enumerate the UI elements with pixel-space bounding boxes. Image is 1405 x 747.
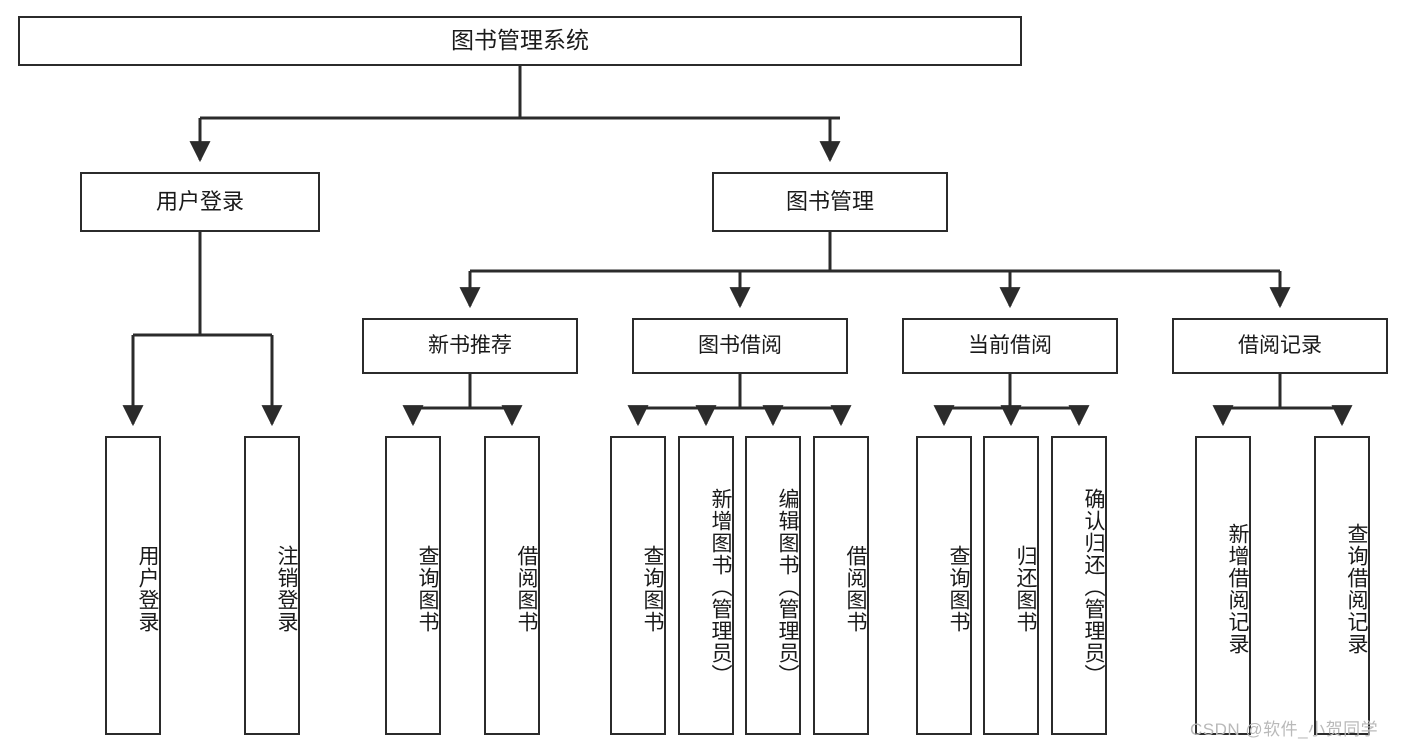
node-leaf-query-record[interactable]: 查询借阅记录 [1314,436,1370,735]
node-borrow-record[interactable]: 借阅记录 [1172,318,1388,374]
node-root-system[interactable]: 图书管理系统 [18,16,1022,66]
node-book-manage[interactable]: 图书管理 [712,172,948,232]
node-new-book-rec[interactable]: 新书推荐 [362,318,578,374]
node-leaf-borrow-book-2[interactable]: 借阅图书 [813,436,869,735]
node-leaf-query-book-3[interactable]: 查询图书 [916,436,972,735]
node-leaf-borrow-book-1[interactable]: 借阅图书 [484,436,540,735]
node-book-borrow[interactable]: 图书借阅 [632,318,848,374]
node-leaf-edit-book[interactable]: 编辑图书（管理员） [745,436,801,735]
node-leaf-add-book[interactable]: 新增图书（管理员） [678,436,734,735]
node-leaf-confirm-return[interactable]: 确认归还（管理员） [1051,436,1107,735]
node-leaf-query-book-1[interactable]: 查询图书 [385,436,441,735]
node-leaf-return-book[interactable]: 归还图书 [983,436,1039,735]
node-current-borrow[interactable]: 当前借阅 [902,318,1118,374]
node-leaf-user-login[interactable]: 用户登录 [105,436,161,735]
node-leaf-query-book-2[interactable]: 查询图书 [610,436,666,735]
node-leaf-logout[interactable]: 注销登录 [244,436,300,735]
csdn-watermark: CSDN @软件_小贺同学 [1190,720,1379,739]
node-leaf-add-record[interactable]: 新增借阅记录 [1195,436,1251,735]
node-user-login[interactable]: 用户登录 [80,172,320,232]
